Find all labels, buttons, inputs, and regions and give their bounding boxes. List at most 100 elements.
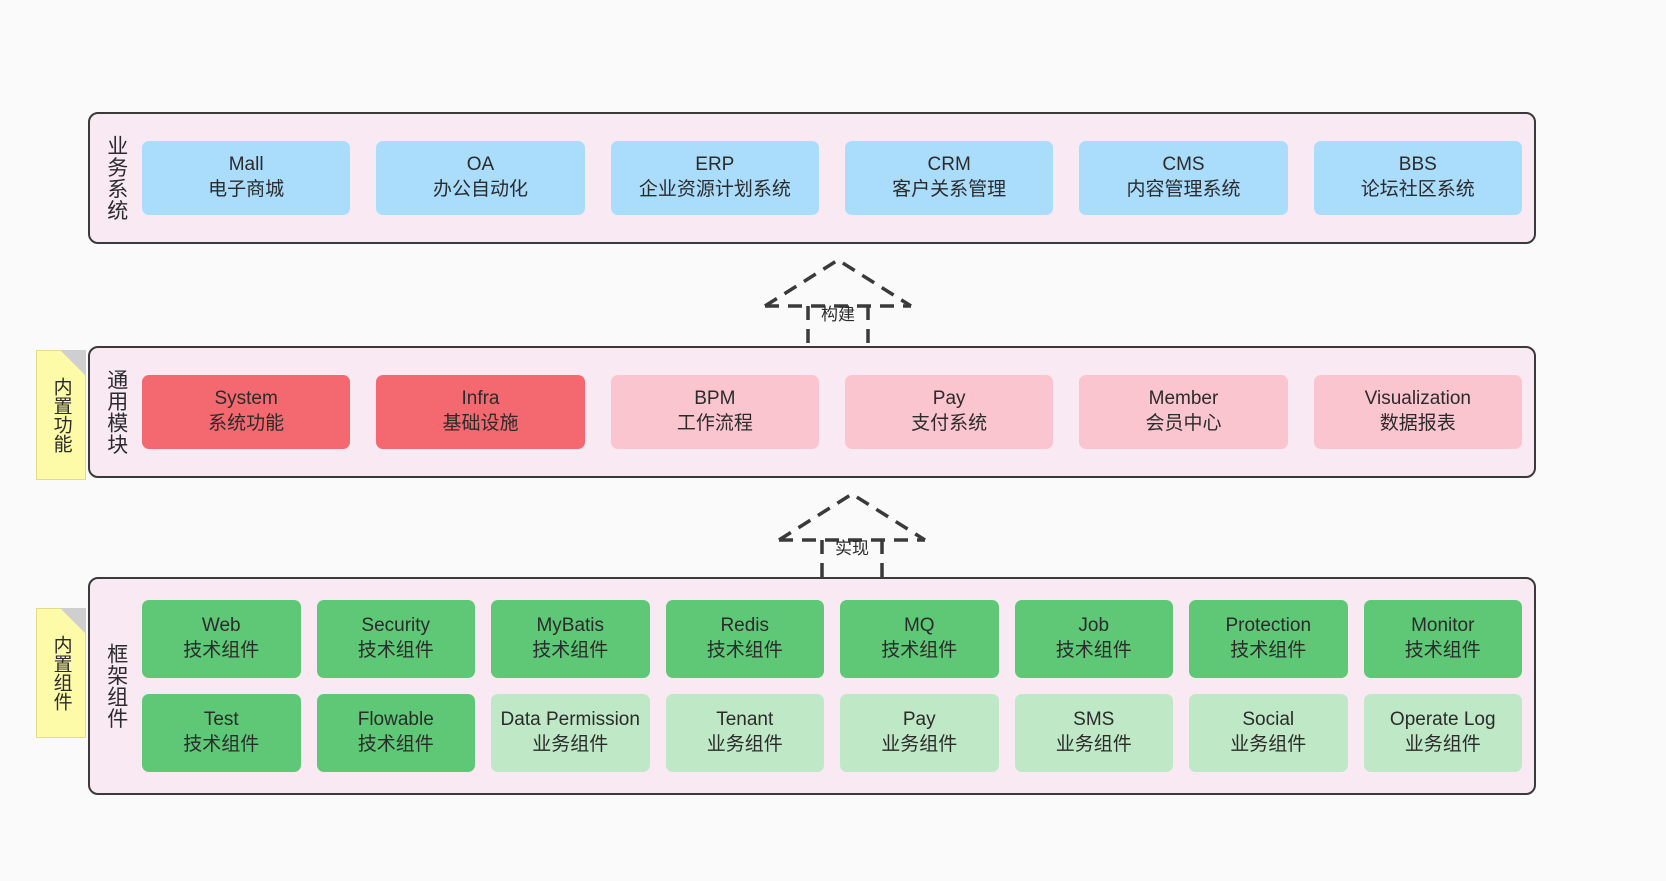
node-monitor[interactable]: Monitor 技术组件	[1363, 600, 1522, 678]
node-mybatis-title: MyBatis	[536, 615, 605, 637]
node-bpm-title: BPM	[694, 388, 736, 410]
node-mybatis-desc: 技术组件	[532, 640, 609, 661]
node-operate-log-title: Operate Log	[1389, 709, 1496, 731]
arrow-build-shaft	[806, 306, 870, 348]
node-data-permission[interactable]: Data Permission 业务组件	[491, 694, 650, 772]
layer-business-systems-body: Mall 电子商城 OA 办公自动化 ERP 企业资源计划系统 CRM 客户关系…	[142, 114, 1534, 242]
node-web-title: Web	[201, 615, 241, 637]
arrow-implement-label: 实现	[835, 539, 869, 558]
node-job[interactable]: Job 技术组件	[1014, 600, 1173, 678]
node-redis-title: Redis	[720, 615, 770, 637]
node-oa-desc: 办公自动化	[432, 179, 528, 200]
node-erp-desc: 企业资源计划系统	[638, 179, 791, 200]
node-pay-module-title: Pay	[932, 388, 966, 410]
node-web[interactable]: Web 技术组件	[142, 600, 301, 678]
node-security[interactable]: Security 技术组件	[316, 600, 475, 678]
node-member[interactable]: Member 会员中心	[1079, 375, 1288, 449]
node-security-title: Security	[361, 615, 431, 637]
note-builtin-components: 内置组件	[36, 608, 86, 738]
arrow-implement-head	[778, 491, 926, 542]
node-monitor-title: Monitor	[1411, 615, 1475, 637]
node-crm[interactable]: CRM 客户关系管理	[844, 141, 1054, 215]
node-bpm-desc: 工作流程	[676, 413, 753, 434]
node-mq-title: MQ	[903, 615, 935, 637]
node-protection[interactable]: Protection 技术组件	[1189, 600, 1348, 678]
node-pay-module[interactable]: Pay 支付系统	[844, 375, 1054, 449]
node-visualization[interactable]: Visualization 数据报表	[1313, 375, 1522, 449]
node-pay-component-title: Pay	[902, 709, 936, 731]
node-redis-desc: 技术组件	[706, 640, 783, 661]
node-erp[interactable]: ERP 企业资源计划系统	[610, 141, 819, 215]
node-test[interactable]: Test 技术组件	[142, 694, 301, 772]
node-test-title: Test	[203, 709, 239, 731]
layer-framework-components-caption: 框架组件	[104, 643, 128, 729]
arrow-build-label: 构建	[821, 305, 855, 324]
node-tenant[interactable]: Tenant 业务组件	[665, 694, 824, 772]
node-job-title: Job	[1078, 615, 1110, 637]
node-sms-title: SMS	[1073, 709, 1115, 731]
node-infra[interactable]: Infra 基础设施	[376, 375, 585, 449]
node-mall-title: Mall	[228, 154, 264, 176]
node-mq[interactable]: MQ 技术组件	[840, 600, 999, 678]
node-web-desc: 技术组件	[183, 640, 260, 661]
note-builtin-components-label: 内置组件	[50, 635, 72, 711]
node-oa-title: OA	[466, 154, 495, 176]
node-infra-title: Infra	[461, 388, 500, 410]
note-builtin-features: 内置功能	[36, 350, 86, 480]
node-bbs-title: BBS	[1398, 154, 1437, 176]
node-cms-title: CMS	[1162, 154, 1205, 176]
node-system[interactable]: System 系统功能	[142, 375, 351, 449]
arrow-build-head	[764, 257, 912, 308]
node-monitor-desc: 技术组件	[1404, 640, 1481, 661]
layer-framework-components: 框架组件 Web 技术组件 Security 技术组件 MyBatis 技术组件	[88, 577, 1536, 795]
node-flowable[interactable]: Flowable 技术组件	[316, 694, 475, 772]
node-flowable-title: Flowable	[357, 709, 434, 731]
node-mall[interactable]: Mall 电子商城	[142, 141, 351, 215]
node-erp-title: ERP	[695, 154, 735, 176]
arrow-implement: 实现	[777, 490, 927, 582]
arrow-build: 构建	[763, 256, 913, 348]
node-system-desc: 系统功能	[208, 413, 285, 434]
node-social[interactable]: Social 业务组件	[1189, 694, 1348, 772]
layer-framework-components-body: Web 技术组件 Security 技术组件 MyBatis 技术组件 Redi…	[142, 579, 1534, 793]
node-mall-desc: 电子商城	[208, 179, 285, 200]
node-data-permission-desc: 业务组件	[532, 734, 609, 755]
node-data-permission-title: Data Permission	[500, 709, 640, 731]
note-builtin-features-label: 内置功能	[50, 377, 72, 453]
node-social-title: Social	[1242, 709, 1295, 731]
node-sms-desc: 业务组件	[1055, 734, 1132, 755]
node-test-desc: 技术组件	[183, 734, 260, 755]
node-crm-desc: 客户关系管理	[892, 179, 1007, 200]
node-cms[interactable]: CMS 内容管理系统	[1079, 141, 1288, 215]
node-tenant-desc: 业务组件	[706, 734, 783, 755]
arrow-implement-shaft	[820, 540, 884, 582]
node-bbs[interactable]: BBS 论坛社区系统	[1313, 141, 1522, 215]
node-cms-desc: 内容管理系统	[1126, 179, 1241, 200]
node-visualization-desc: 数据报表	[1379, 413, 1456, 434]
node-bbs-desc: 论坛社区系统	[1360, 179, 1475, 200]
layer-common-modules: 通用模块 System 系统功能 Infra 基础设施 BPM 工作流程 Pay…	[88, 346, 1536, 478]
node-visualization-title: Visualization	[1364, 388, 1471, 410]
node-job-desc: 技术组件	[1055, 640, 1132, 661]
node-pay-module-desc: 支付系统	[911, 413, 988, 434]
node-system-title: System	[214, 388, 278, 410]
node-social-desc: 业务组件	[1230, 734, 1307, 755]
node-infra-desc: 基础设施	[442, 413, 519, 434]
node-security-desc: 技术组件	[357, 640, 434, 661]
node-pay-component[interactable]: Pay 业务组件	[840, 694, 999, 772]
node-protection-desc: 技术组件	[1230, 640, 1307, 661]
node-crm-title: CRM	[927, 154, 971, 176]
node-operate-log[interactable]: Operate Log 业务组件	[1363, 694, 1522, 772]
node-redis[interactable]: Redis 技术组件	[665, 600, 824, 678]
layer-business-systems-caption: 业务系统	[104, 135, 128, 221]
node-pay-component-desc: 业务组件	[881, 734, 958, 755]
node-bpm[interactable]: BPM 工作流程	[610, 375, 819, 449]
node-tenant-title: Tenant	[716, 709, 774, 731]
layer-common-modules-body: System 系统功能 Infra 基础设施 BPM 工作流程 Pay 支付系统…	[142, 348, 1534, 476]
layer-common-modules-caption: 通用模块	[104, 369, 128, 455]
node-sms[interactable]: SMS 业务组件	[1014, 694, 1173, 772]
node-oa[interactable]: OA 办公自动化	[376, 141, 585, 215]
node-mq-desc: 技术组件	[881, 640, 958, 661]
node-mybatis[interactable]: MyBatis 技术组件	[491, 600, 650, 678]
